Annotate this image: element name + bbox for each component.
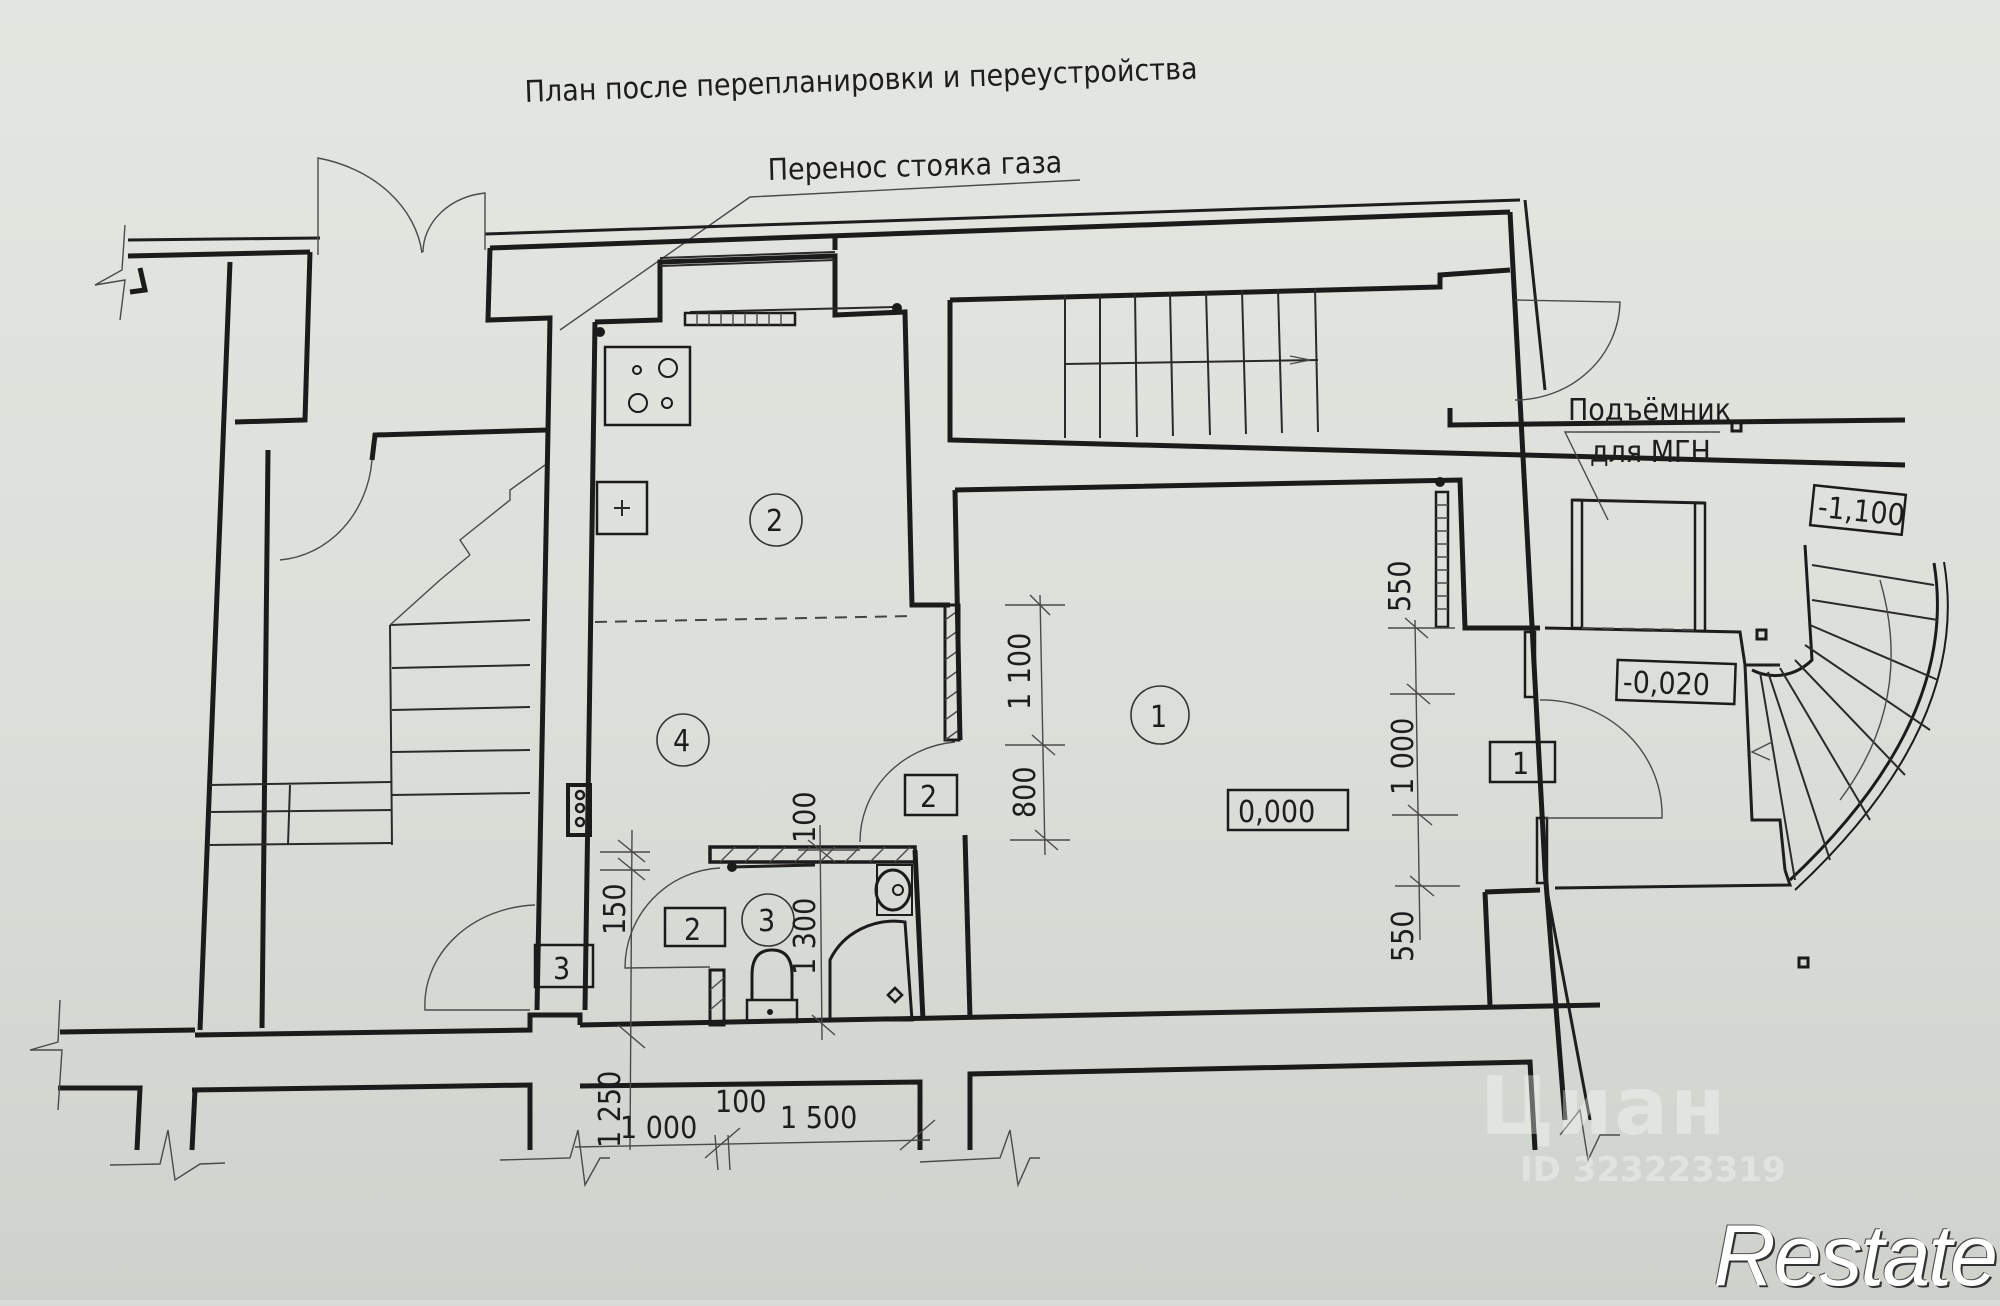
zone-divider	[594, 615, 913, 623]
entry-door-1-swing	[1539, 699, 1663, 819]
restate-logo: Restate	[1713, 1208, 1998, 1304]
kitchen-west-partition	[534, 321, 598, 1011]
door-tags: 1 2 2 3	[424, 740, 1557, 1011]
corridor-door-swing	[279, 459, 373, 561]
room-number-1: 1	[1150, 700, 1167, 735]
dim-room1-right-mid: 1 000	[1386, 718, 1421, 795]
room-number-3: 3	[758, 904, 775, 939]
lift-icon	[1570, 498, 1707, 633]
spiral-staircase-icon	[1750, 544, 1949, 891]
dim-room1-right-bottom: 550	[1386, 910, 1421, 962]
kitchen-sink-icon	[595, 480, 649, 536]
gas-riser-callout: Перенос стояка газа	[767, 145, 1062, 188]
entry-door-right-swing	[422, 192, 486, 253]
plan-title: План после перепланировки и переустройст…	[524, 52, 1198, 110]
entry-vestibule	[234, 157, 553, 1029]
entry-door-left-swing	[317, 157, 423, 255]
stair-door-swing	[1514, 299, 1621, 401]
room-number-4: 4	[673, 724, 690, 759]
cian-listing-id: ID 323223319	[1520, 1150, 1786, 1190]
door-tag-3: 3	[553, 952, 570, 987]
lift-callout-line2: для МГН	[1590, 435, 1711, 470]
dim-room1-left-lower: 800	[1008, 766, 1043, 818]
door-tag-2a: 2	[920, 780, 937, 815]
bathroom	[624, 845, 926, 1027]
door-bath-swing	[624, 867, 721, 969]
radiator-kitchen	[683, 311, 797, 327]
room-1	[952, 477, 1663, 1019]
door-tag-2b: 2	[684, 913, 701, 948]
porch-and-lift: Подъёмник для МГН	[1544, 393, 1949, 969]
dim-bath-top: 100	[788, 791, 823, 843]
break-lines	[29, 224, 1620, 1188]
dim-room1-right-top: 550	[1383, 560, 1418, 612]
level-porch: -0,020	[1622, 665, 1710, 703]
washbasin-icon	[874, 864, 913, 916]
stair-direction-arrow	[1289, 355, 1311, 365]
door-tag-1: 1	[1512, 747, 1529, 782]
exterior-walls	[58, 198, 1601, 1151]
left-staircase	[207, 464, 546, 846]
level-main: 0,000	[1238, 795, 1315, 830]
stove-icon	[603, 345, 692, 427]
toilet-icon	[745, 948, 799, 1024]
cian-watermark: Циан	[1480, 1060, 1728, 1153]
room-number-2: 2	[766, 504, 783, 539]
dim-bath-height: 1 300	[788, 898, 823, 975]
dim-bottom-1: 1 000	[620, 1111, 697, 1146]
level-marks: 0,000 -0,020 -1,100	[1226, 483, 1908, 832]
door-3-swing	[424, 904, 536, 1011]
dim-bottom-left-vertical: 1 250	[593, 1071, 628, 1148]
lift-callout-line1: Подъёмник	[1568, 393, 1731, 428]
dim-bottom-3: 1 500	[780, 1101, 857, 1136]
dim-bath-left: 150	[598, 883, 633, 935]
stair-hall	[832, 236, 1906, 468]
room-labels: 2 4 1 3	[656, 493, 1190, 947]
door-2-swing	[859, 741, 956, 843]
shower-tray-icon	[828, 919, 914, 1022]
kitchen-area	[594, 251, 961, 843]
dim-bottom-2: 100	[715, 1085, 767, 1120]
dim-room1-left-upper: 1 100	[1003, 633, 1038, 710]
dimension-lines: 1 100 800 550 1 000 550 100 1 300 150 1 …	[574, 560, 1460, 1171]
gas-riser-leader	[559, 179, 1081, 331]
